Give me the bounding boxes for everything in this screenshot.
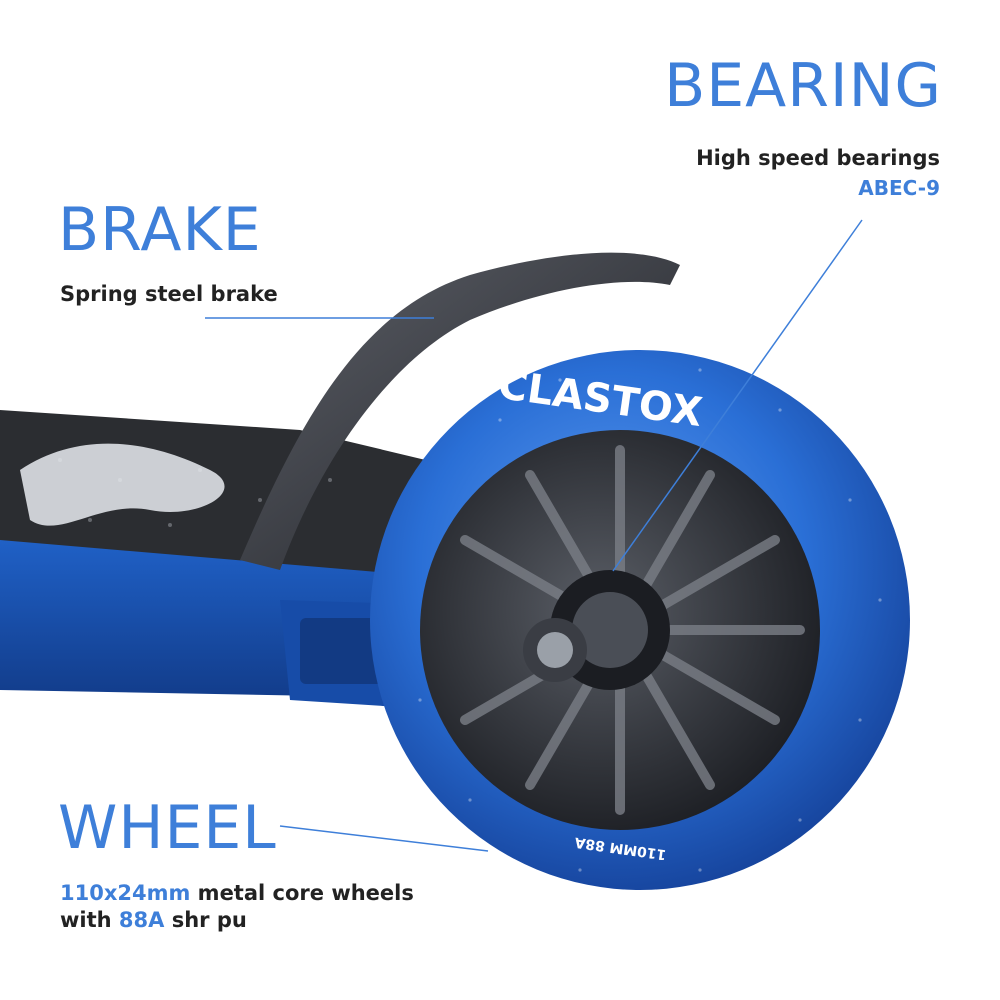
brake bbox=[240, 252, 680, 570]
glitter-texture bbox=[418, 368, 882, 872]
wheel-size: 110x24mm bbox=[60, 881, 191, 905]
deck-graphic bbox=[20, 443, 225, 526]
wheel-description-rest: metal core wheels bbox=[190, 881, 414, 905]
wheel-description: 110x24mm metal core wheels with 88A shr p… bbox=[60, 880, 414, 935]
wheel-hardness: 88A bbox=[118, 908, 165, 933]
wheel-line2-rest: shr pu bbox=[164, 908, 247, 933]
wheel-heading: WHEEL bbox=[58, 793, 277, 863]
wheel-line2-prefix: with bbox=[60, 908, 119, 933]
brake-heading: BRAKE bbox=[58, 195, 262, 265]
bearing-heading: BEARING bbox=[664, 51, 942, 121]
wheel-callout-line bbox=[279, 825, 489, 852]
bearing-spec: ABEC-9 bbox=[858, 176, 940, 200]
bearing-callout-line bbox=[612, 219, 863, 572]
callout-lines bbox=[205, 219, 863, 852]
bearing-description: High speed bearings bbox=[696, 146, 940, 170]
brake-description: Spring steel brake bbox=[60, 282, 278, 306]
wheel: CLASTOX 110MM 88A bbox=[370, 350, 910, 890]
